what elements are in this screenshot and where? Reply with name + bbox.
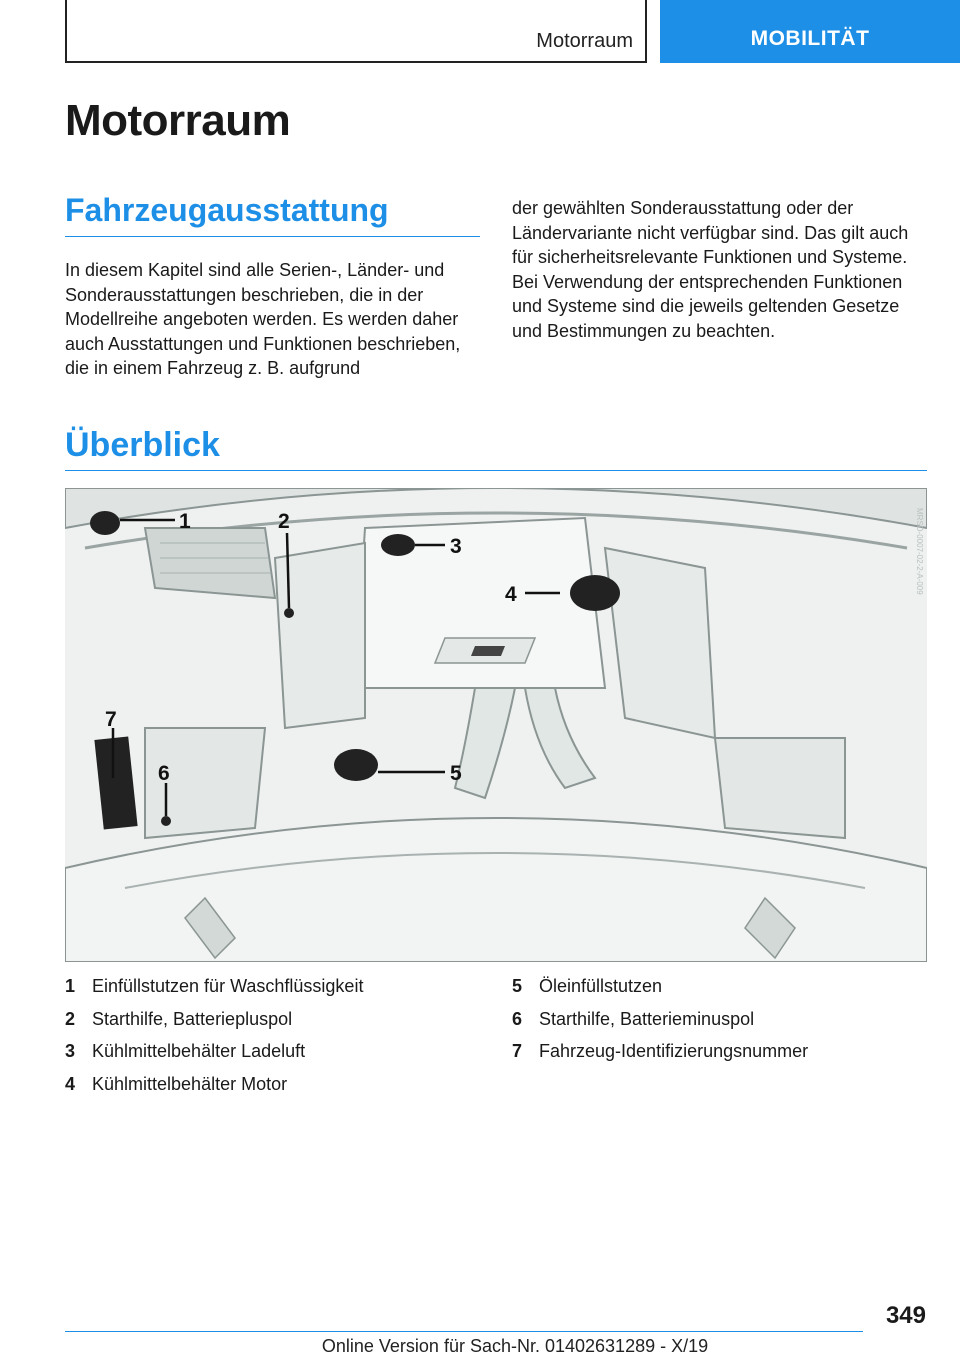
legend-item: 1 Einfüllstutzen für Waschflüssigkeit <box>65 970 485 1003</box>
legend-text: Öleinfüllstutzen <box>539 976 663 996</box>
legend-right: 5 Öleinfüllstutzen 6 Starthilfe, Batteriem… <box>512 970 932 1068</box>
legend-item: 5 Öleinfüllstutzen <box>512 970 932 1003</box>
legend-text: Starthilfe, Batterieminuspol <box>539 1008 755 1029</box>
callout-5: 5 <box>450 762 462 785</box>
legend-number: 2 <box>65 1008 76 1029</box>
paragraph-right: der gewählten Sonderausstattung oder der… <box>512 198 909 341</box>
header-box: Motorraum <box>65 0 647 63</box>
legend-item: 7 Fahrzeug-Identifizierungsnummer <box>512 1035 932 1068</box>
callout-4: 4 <box>505 583 517 606</box>
legend-number: 5 <box>512 976 523 996</box>
callout-2: 2 <box>278 510 290 533</box>
section-heading-fahrzeugausstattung: Fahrzeugausstattung <box>65 192 389 228</box>
section-divider <box>65 470 927 471</box>
page-title: Motorraum <box>65 96 291 145</box>
legend-text: Kühlmittelbehälter Ladeluft <box>92 1041 306 1061</box>
legend-number: 7 <box>512 1041 523 1061</box>
legend-text: Starthilfe, Batteriepluspol <box>92 1008 293 1029</box>
callout-6: 6 <box>158 762 170 785</box>
legend-item: 6 Starthilfe, Batterieminuspol <box>512 1003 932 1036</box>
legend-item: 3 Kühlmittelbehälter Ladeluft <box>65 1035 485 1068</box>
section-heading-ueberblick: Überblick <box>65 426 220 464</box>
header-section-title: Motorraum <box>536 30 633 52</box>
legend-item: 4 Kühlmittelbehälter Motor <box>65 1068 485 1101</box>
legend-number: 1 <box>65 976 76 996</box>
legend-number: 6 <box>512 1008 523 1029</box>
legend-number: 3 <box>65 1041 76 1061</box>
callout-7: 7 <box>105 708 117 731</box>
figure-image-code: MRSD-0007-02-2-A-009 <box>915 508 924 595</box>
legend-number: 4 <box>65 1073 76 1094</box>
page-number: 349 <box>885 1302 926 1329</box>
footer-divider <box>65 1331 863 1332</box>
callout-1: 1 <box>179 510 191 533</box>
callout-3: 3 <box>450 535 462 558</box>
legend-text: Fahrzeug-Identifizierungsnummer <box>539 1041 809 1061</box>
legend-text: Einfüllstutzen für Waschflüssigkeit <box>92 976 364 996</box>
paragraph-left: In diesem Kapitel sind alle Serien-, Län… <box>65 260 461 378</box>
footer-text: Online Version für Sach-Nr. 01402631289 … <box>321 1336 709 1356</box>
legend-text: Kühlmittelbehälter Motor <box>92 1073 288 1094</box>
section-divider <box>65 236 480 237</box>
chapter-tab[interactable]: MOBILITÄT <box>660 0 960 63</box>
engine-bay-illustration: 1 2 3 4 5 6 7 MRSD-0007-02-2-A-009 <box>65 488 927 962</box>
legend-left: 1 Einfüllstutzen für Waschflüssigkeit 2 St… <box>65 970 485 1100</box>
legend-item: 2 Starthilfe, Batteriepluspol <box>65 1003 485 1036</box>
